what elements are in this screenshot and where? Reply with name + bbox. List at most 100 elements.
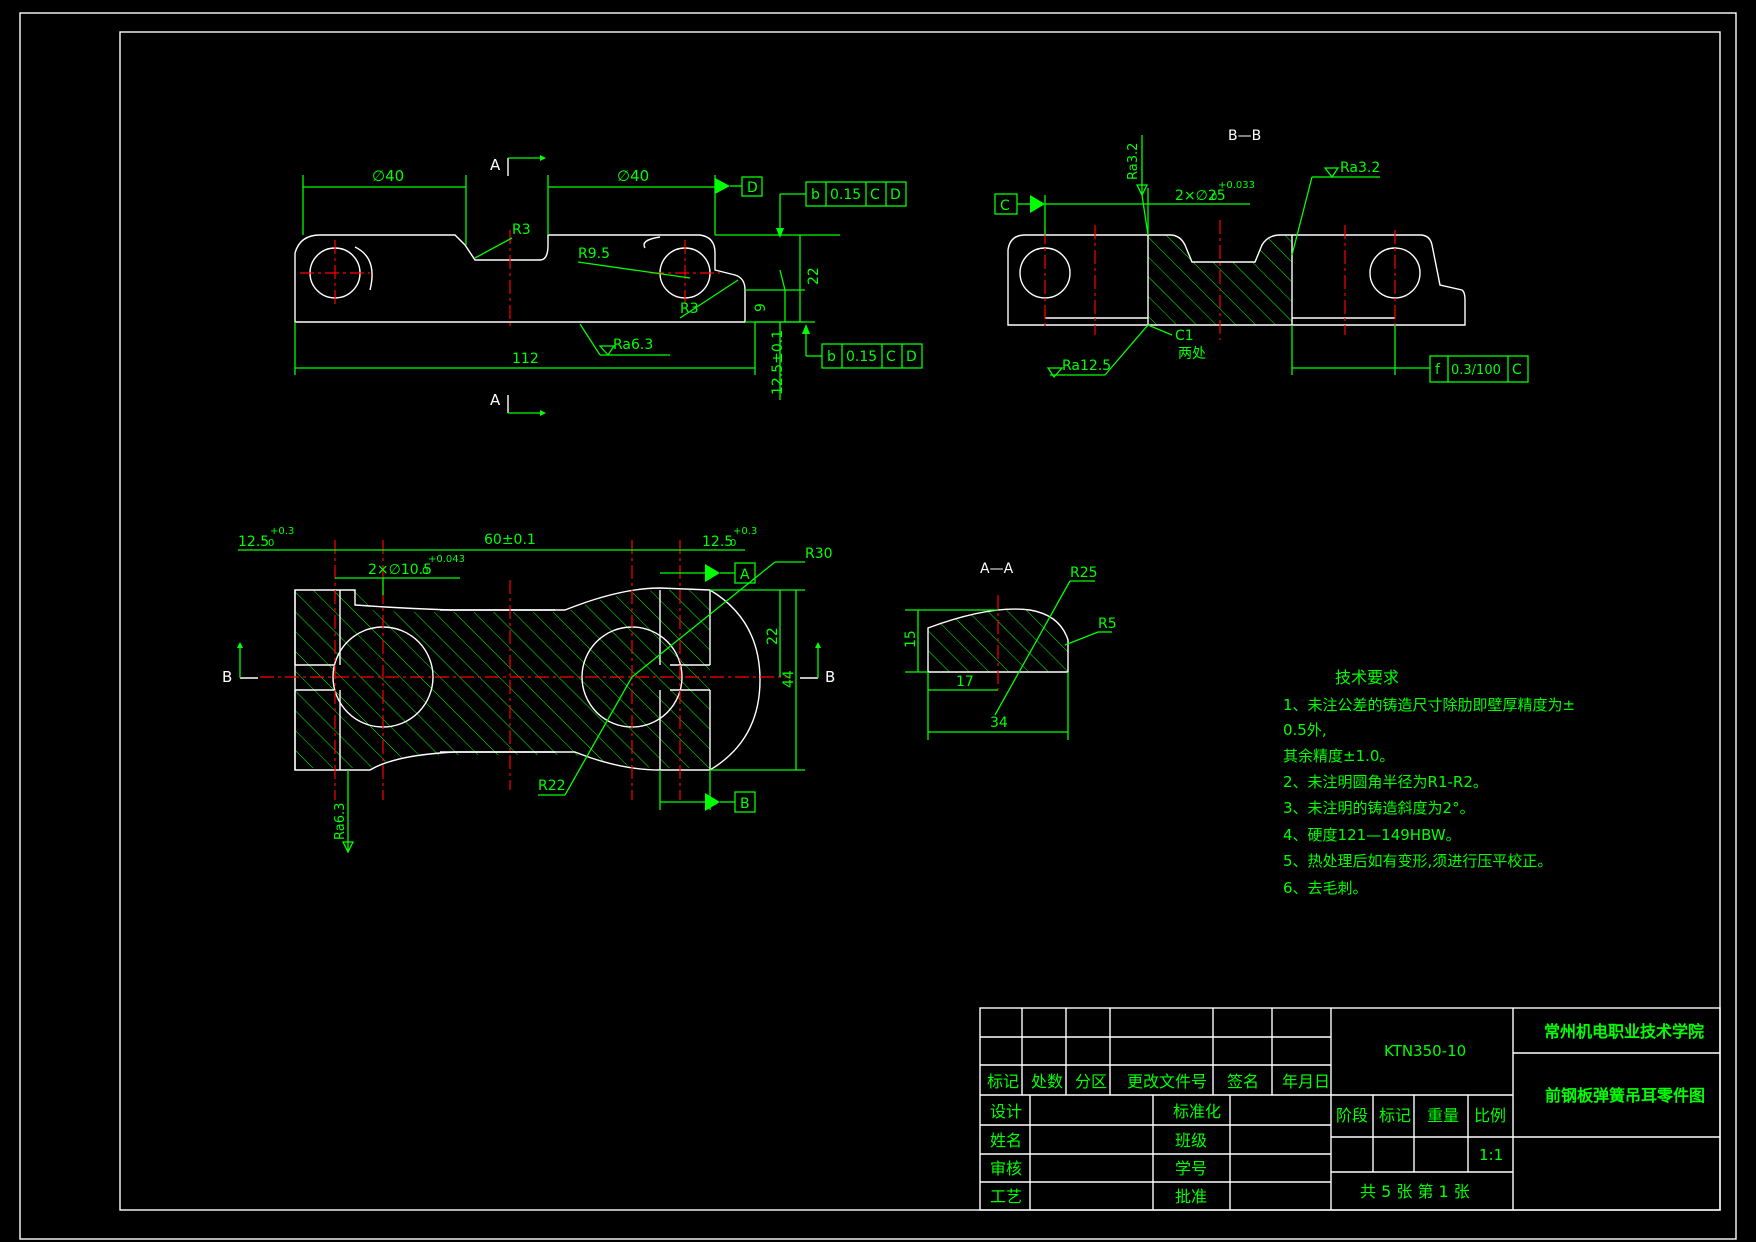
top-r22: R22 — [538, 778, 566, 794]
tech-requirements: 技术要求 1、未注公差的铸造尺寸除肋即壁厚精度为± 0.5外, 其余精度±1.0… — [1283, 668, 1575, 897]
front-dim-9: 9 — [753, 303, 769, 312]
svg-text:0.15: 0.15 — [846, 349, 877, 365]
tb-header-5: 年月日 — [1282, 1072, 1330, 1091]
section-bb: B—B C 2×∅25 +0.033 0 Ra3.2 Ra3.2 — [994, 128, 1529, 383]
front-tol-frame-top: b 0.15 C D — [805, 181, 907, 207]
tb-scale: 1:1 — [1479, 1146, 1503, 1164]
tb-header-2: 分区 — [1075, 1072, 1107, 1091]
bb-hole-tol: +0.033 — [1218, 180, 1255, 191]
section-a-bottom-label: A — [490, 391, 501, 409]
tech-line-4: 2、未注明圆角半径为R1-R2。 — [1283, 773, 1488, 791]
bb-hole-dim: 2×∅25 — [1175, 188, 1226, 204]
aa-dim-15: 15 — [903, 630, 919, 648]
bb-ra-right: Ra3.2 — [1340, 160, 1380, 176]
top-dim-60: 60±0.1 — [484, 532, 536, 548]
svg-text:C: C — [870, 187, 880, 203]
top-dim-left-tol-low: 0 — [268, 538, 274, 549]
bb-datum-c: C — [1000, 198, 1010, 214]
svg-text:b: b — [827, 349, 836, 365]
tech-title: 技术要求 — [1335, 668, 1399, 687]
tb-header-3: 更改文件号 — [1127, 1072, 1207, 1091]
tb-stage-1: 标记 — [1379, 1106, 1411, 1125]
tb-stage-3: 比例 — [1474, 1106, 1506, 1125]
top-dim-left: 12.5 — [238, 534, 269, 550]
tb-code: KTN350-10 — [1384, 1042, 1466, 1060]
bb-hole-tol-low: 0 — [1211, 192, 1217, 203]
front-view: ∅40 ∅40 D A A R3 R9.5 R3 — [294, 155, 923, 416]
bb-ra-left: Ra3.2 — [1126, 143, 1141, 180]
tb-header-1: 处数 — [1031, 1072, 1063, 1091]
top-dim-left-tol: +0.3 — [270, 526, 294, 537]
top-datum-a: A — [740, 567, 750, 583]
svg-text:0.3/100: 0.3/100 — [1451, 363, 1501, 378]
tb-header-0: 标记 — [987, 1072, 1019, 1091]
top-hole-tol: +0.043 — [428, 554, 465, 565]
tb-row-mid-0: 标准化 — [1173, 1102, 1221, 1121]
aa-title: A—A — [980, 561, 1014, 577]
tech-line-5: 3、未注明的铸造斜度为2°。 — [1283, 799, 1475, 817]
aa-r5: R5 — [1098, 616, 1117, 632]
tb-header-4: 签名 — [1227, 1072, 1259, 1091]
front-r3-bottom: R3 — [680, 301, 699, 317]
front-dim-112: 112 — [512, 351, 539, 367]
top-dim-44: 44 — [781, 670, 797, 688]
tb-school: 常州机电职业技术学院 — [1544, 1022, 1704, 1041]
top-ra: Ra6.3 — [333, 803, 348, 840]
front-lug-arc-right — [643, 236, 661, 249]
tech-line-6: 4、硬度121—149HBW。 — [1283, 826, 1461, 844]
bb-title: B—B — [1228, 128, 1261, 144]
front-tol-frame-bottom: b 0.15 C D — [821, 343, 923, 369]
front-dim-dia-left: ∅40 — [372, 167, 404, 185]
svg-text:C: C — [886, 349, 896, 365]
svg-text:0.15: 0.15 — [830, 187, 861, 203]
tech-line-3: 其余精度±1.0。 — [1283, 747, 1394, 765]
front-lug-arc-left — [354, 246, 373, 291]
tb-row-mid-2: 学号 — [1175, 1159, 1207, 1178]
tech-line-8: 6、去毛刺。 — [1283, 879, 1368, 897]
top-dim-right-tol: +0.3 — [733, 526, 757, 537]
svg-text:D: D — [906, 349, 917, 365]
top-r30: R30 — [805, 546, 833, 562]
top-hole-tol-low: 0 — [422, 566, 428, 577]
front-outline — [294, 234, 746, 323]
svg-text:C: C — [1512, 362, 1522, 378]
top-datum-b: B — [740, 796, 750, 812]
front-dim-dia-right: ∅40 — [617, 167, 649, 185]
section-a-top-label: A — [490, 156, 501, 174]
datum-d-label: D — [747, 180, 758, 196]
tb-row-left-1: 姓名 — [990, 1131, 1022, 1150]
front-r9-5: R9.5 — [578, 246, 610, 262]
top-hole-dim: 2×∅10.5 — [368, 562, 432, 578]
aa-r25: R25 — [1070, 565, 1098, 581]
tb-row-left-3: 工艺 — [990, 1187, 1022, 1206]
outer-frame — [19, 12, 1737, 1240]
front-r3-top: R3 — [512, 222, 531, 238]
aa-dim-34: 34 — [990, 715, 1008, 731]
front-dim-12-5: 12.5±0.1 — [770, 330, 786, 395]
tb-row-left-0: 设计 — [990, 1102, 1022, 1121]
aa-outline — [927, 608, 1069, 673]
bb-outline — [1007, 234, 1466, 326]
bb-ra-bottom: Ra12.5 — [1062, 358, 1111, 374]
datum-d-triangle — [715, 178, 730, 194]
tech-line-7: 5、热处理后如有变形,须进行压平校正。 — [1283, 852, 1552, 870]
aa-dim-17: 17 — [956, 674, 974, 690]
bb-c1: C1 — [1175, 328, 1194, 344]
top-b-right: B — [825, 668, 835, 686]
bb-tol-frame: f 0.3/100 C — [1429, 355, 1529, 383]
tb-stage-2: 重量 — [1427, 1106, 1459, 1125]
tech-line-2: 0.5外, — [1283, 721, 1327, 739]
top-dim-22: 22 — [765, 627, 781, 645]
svg-text:D: D — [890, 187, 901, 203]
section-aa: A—A R25 R5 15 17 34 — [903, 561, 1117, 740]
tb-stage-0: 阶段 — [1336, 1106, 1368, 1125]
title-block: 标记 处数 分区 更改文件号 签名 年月日 设计 姓名 审核 工艺 标准化 班级… — [979, 1007, 1721, 1211]
tb-sheets: 共 5 张 第 1 张 — [1360, 1182, 1470, 1201]
tb-row-mid-3: 批准 — [1175, 1187, 1207, 1206]
tb-part-name: 前钢板弹簧吊耳零件图 — [1545, 1086, 1705, 1105]
tb-row-left-2: 审核 — [990, 1159, 1022, 1178]
inner-frame — [119, 31, 1721, 1211]
tb-row-mid-1: 班级 — [1175, 1131, 1207, 1150]
front-ra: Ra6.3 — [613, 337, 653, 353]
